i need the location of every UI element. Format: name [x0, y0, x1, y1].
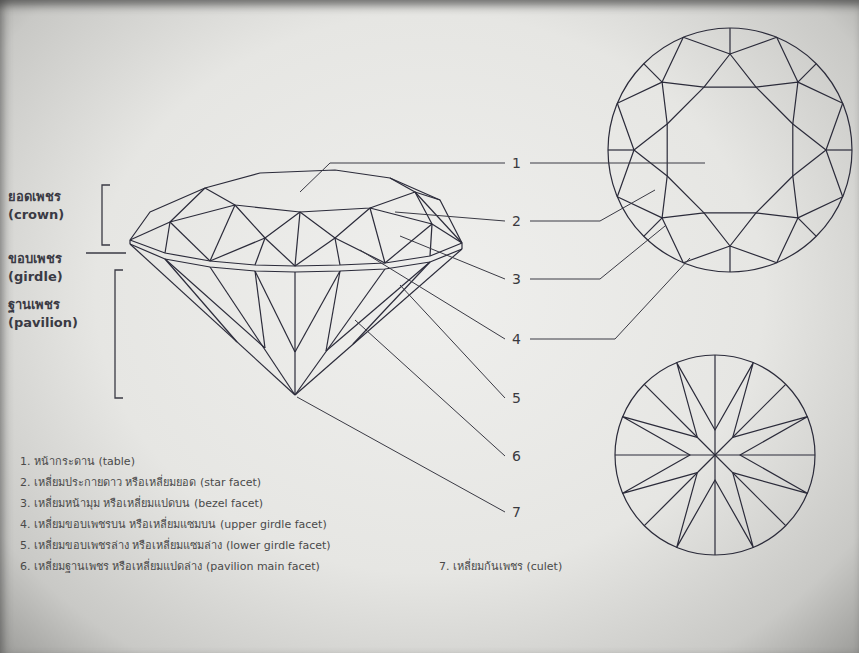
part-name: ขอบเพชร (girdle): [8, 250, 100, 285]
key-item: 6. เหลี่ยมฐานเพชร หรือเหลี่ยมแปดล่าง (pa…: [20, 560, 435, 575]
callout-number: 5: [512, 389, 521, 408]
key-item: 7. เหลี่ยมก้นเพชร (culet): [439, 560, 854, 575]
callout-number: 3: [512, 270, 521, 289]
key-item: 5. เหลี่ยมขอบเพชรล่าง หรือเหลี่ยมแซมล่าง…: [20, 539, 435, 554]
part-name: ฐานเพชร (pavilion): [8, 296, 100, 331]
part-brackets: [86, 185, 126, 398]
key-item: 4. เหลี่ยมขอบเพชรบน หรือเหลี่ยมแซมบน (up…: [20, 518, 435, 533]
callout-number: 6: [512, 447, 521, 466]
callout-number: 2: [512, 212, 521, 231]
part-name: ยอดเพชร (crown): [8, 188, 100, 223]
callout-number: 1: [512, 154, 521, 173]
callout-number: 4: [512, 330, 521, 349]
callout-number: 7: [512, 503, 521, 522]
key-item: 2. เหลี่ยมประกายดาว หรือเหลี่ยมยอด (star…: [20, 476, 435, 491]
key-item: 3. เหลี่ยมหน้ามุม หรือเหลี่ยมแปดบน (beze…: [20, 497, 435, 512]
key-item: 1. หน้ากระดาน (table): [20, 455, 435, 470]
leader-lines: [297, 163, 705, 512]
